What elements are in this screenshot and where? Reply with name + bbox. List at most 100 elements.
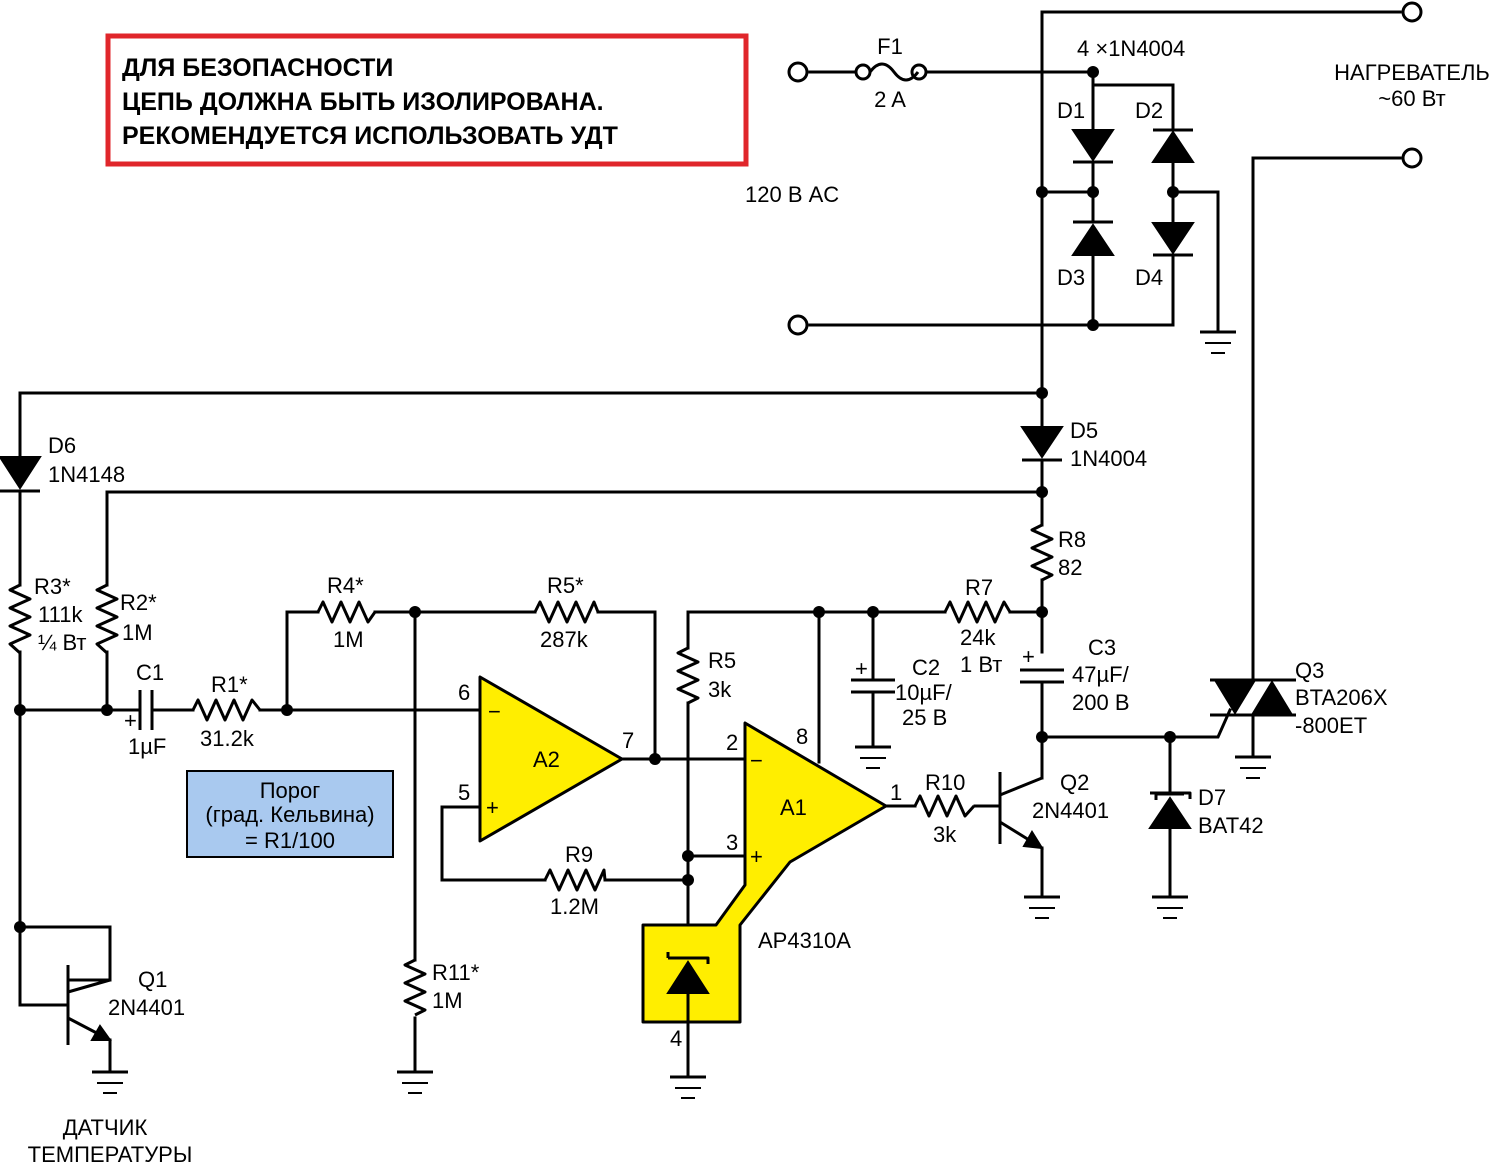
- ic-ap4310a: [478, 675, 888, 1024]
- resistor-r9: [543, 868, 607, 892]
- resistor-r7: [943, 600, 1012, 624]
- a1-plus-sign: +: [750, 844, 763, 869]
- a1-pin2: 2: [726, 730, 738, 755]
- r10-value: 3k: [933, 822, 957, 847]
- r3-value: 111k: [38, 602, 83, 627]
- d3-label: D3: [1057, 265, 1085, 290]
- note-box: [186, 770, 394, 858]
- diode-d1: [1071, 129, 1115, 164]
- a1-label: A1: [780, 795, 807, 820]
- q1-label: Q1: [138, 967, 167, 992]
- capacitor-c1: [138, 690, 154, 730]
- r2-value: 1M: [122, 620, 153, 645]
- safety-warning: ДЛЯ БЕЗОПАСНОСТИ ЦЕПЬ ДОЛЖНА БЫТЬ ИЗОЛИР…: [105, 33, 749, 167]
- sensor-label-1: ДАТЧИК: [63, 1115, 148, 1140]
- heater-label-1: НАГРЕВАТЕЛЬ: [1334, 60, 1490, 85]
- r11-label: R11*: [432, 960, 480, 985]
- resistor-r10: [913, 794, 976, 818]
- warning-line-3: РЕКОМЕНДУЕТСЯ ИСПОЛЬЗОВАТЬ УДТ: [122, 122, 618, 150]
- c2-value: 10µF/: [895, 680, 953, 705]
- labels: F1 2 A 120 В AC 4 ×1N4004 D1 D2 D3 D4 НА…: [28, 34, 1490, 1164]
- d5-label: D5: [1070, 418, 1098, 443]
- d6-value: 1N4148: [48, 462, 125, 487]
- q1-value: 2N4401: [108, 995, 185, 1020]
- r8-value: 82: [1058, 555, 1082, 580]
- diodes: [0, 128, 1195, 994]
- r9-value: 1.2M: [550, 894, 599, 919]
- opamp-signs: − + − +: [486, 699, 763, 869]
- r3-power: ¼ Вт: [38, 630, 86, 655]
- a1-opamp-body: [641, 721, 888, 1024]
- resistor-r5: [676, 646, 700, 705]
- r9-label: R9: [565, 842, 593, 867]
- wires: [18, 10, 1402, 1077]
- q3-value2: -800ET: [1295, 713, 1367, 738]
- a2-pin7: 7: [622, 728, 634, 753]
- fuse-f1: [854, 62, 928, 82]
- d6-label: D6: [48, 433, 76, 458]
- ic-pin4: 4: [670, 1026, 682, 1051]
- resistor-r2: [95, 583, 119, 655]
- note-line-3: = R1/100: [245, 828, 335, 853]
- diode-d2: [1151, 128, 1195, 163]
- a2-pin6: 6: [458, 680, 470, 705]
- note-line-1: Порог: [260, 778, 321, 803]
- grounds: [92, 330, 1271, 1099]
- c3-value: 47µF/: [1072, 662, 1130, 687]
- resistor-r8: [1030, 523, 1054, 582]
- a2-minus-sign: −: [488, 699, 501, 724]
- d7-value: BAT42: [1198, 813, 1264, 838]
- resistor-r11: [403, 958, 427, 1017]
- junctions: [14, 66, 1179, 933]
- q3-value: BTA206X: [1295, 685, 1388, 710]
- r5-label: R5: [708, 648, 736, 673]
- ic-name: AP4310A: [758, 928, 851, 953]
- r4-value: 1M: [333, 627, 364, 652]
- diode-d5: [1020, 426, 1064, 462]
- c1-value: 1µF: [128, 734, 166, 759]
- diode-d3: [1071, 220, 1115, 256]
- supply-label: 120 В AC: [745, 182, 839, 207]
- r10-label: R10: [925, 770, 965, 795]
- resistor-r1: [191, 698, 262, 722]
- heater-label-2: ~60 Вт: [1378, 86, 1445, 111]
- heater-terminal-bottom: [1401, 147, 1423, 169]
- threshold-note: Порог (град. Кельвина) = R1/100: [186, 770, 394, 858]
- d7-label: D7: [1198, 785, 1226, 810]
- terminals: [787, 1, 1423, 336]
- note-line-2: (град. Кельвина): [205, 802, 374, 827]
- r5-value: 3k: [708, 677, 732, 702]
- sensor-label-2: ТЕМПЕРАТУРЫ: [28, 1142, 193, 1164]
- c3-voltage: 200 В: [1072, 690, 1130, 715]
- a2-label: A2: [533, 747, 560, 772]
- d5-value: 1N4004: [1070, 446, 1147, 471]
- ground-symbol: [1235, 755, 1271, 779]
- warning-line-2: ЦЕПЬ ДОЛЖНА БЫТЬ ИЗОЛИРОВАНА.: [122, 88, 604, 116]
- c2-label: C2: [912, 655, 940, 680]
- triac-q3: [1210, 678, 1296, 717]
- a1-minus-sign: −: [750, 748, 763, 773]
- diode-d7: [1148, 791, 1192, 829]
- q2-label: Q2: [1060, 770, 1089, 795]
- resistor-r3: [8, 583, 32, 655]
- r11-value: 1M: [432, 988, 463, 1013]
- r4-label: R4*: [327, 573, 364, 598]
- ground-symbol: [1200, 330, 1236, 354]
- heater-terminal-top: [1401, 1, 1423, 23]
- q2-value: 2N4401: [1032, 798, 1109, 823]
- q3-label: Q3: [1295, 658, 1324, 683]
- r1-value: 31.2k: [200, 726, 255, 751]
- f1-value: 2 A: [874, 87, 906, 112]
- r2-label: R2*: [120, 590, 157, 615]
- c2-voltage: 25 В: [902, 705, 947, 730]
- a1-pin1: 1: [890, 780, 902, 805]
- resistors: [8, 523, 1054, 1017]
- c3-plus: +: [1022, 644, 1035, 669]
- bridge-label: 4 ×1N4004: [1077, 36, 1185, 61]
- ground-symbol: [1152, 895, 1188, 919]
- mains-terminal-top: [787, 61, 809, 83]
- a2-plus-sign: +: [486, 795, 499, 820]
- a2-pin5: 5: [458, 780, 470, 805]
- warning-border: [105, 33, 749, 167]
